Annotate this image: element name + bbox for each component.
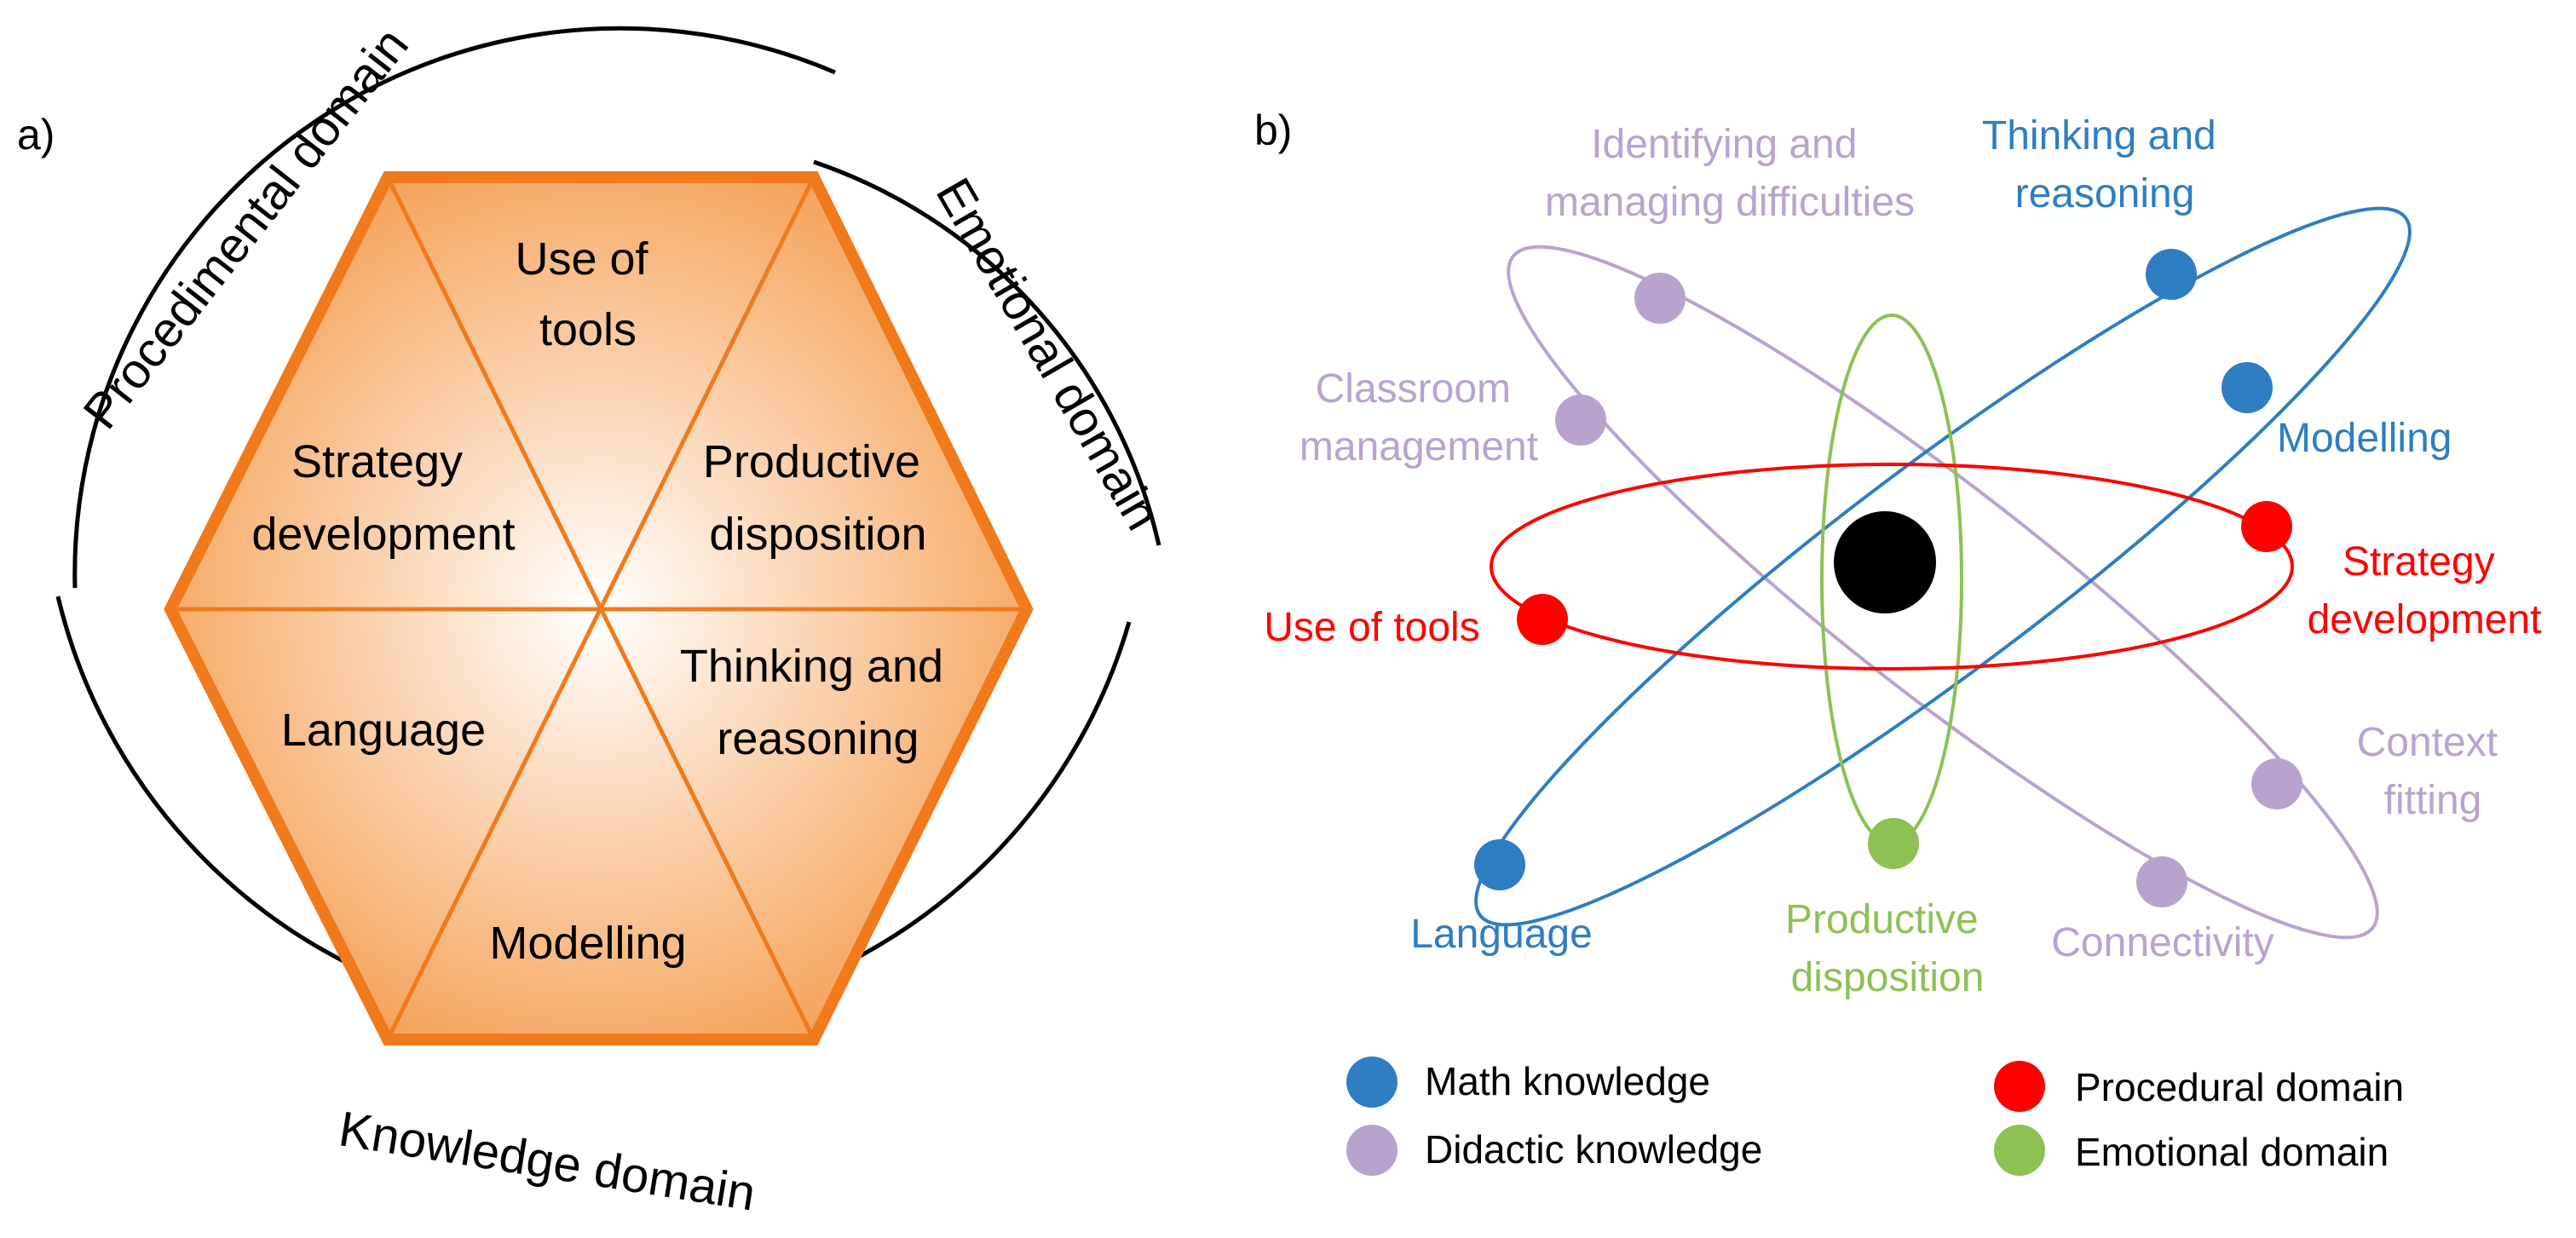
- legend-swatch-procedural: [1994, 1061, 2045, 1112]
- panel-a: a) Procedimental domain Emotional domain…: [17, 18, 1171, 1222]
- electron-productive: [1868, 818, 1919, 869]
- procedimental-arc: [72, 26, 836, 589]
- legend-item-math: Math knowledge: [1346, 1057, 1710, 1108]
- legend-swatch-math: [1346, 1057, 1397, 1108]
- node-identifying-label: Identifying and managing difficulties: [1545, 122, 1915, 225]
- segment-strategy-development: Strategy development: [251, 436, 515, 560]
- node-language-label: Language: [1410, 912, 1593, 957]
- legend-item-procedural: Procedural domain: [1994, 1061, 2404, 1112]
- electron-language: [1474, 839, 1525, 890]
- hexagon-dividers: [170, 176, 1027, 1041]
- didactic-orbit: [1507, 245, 2379, 940]
- legend-label-procedural: Procedural domain: [2075, 1065, 2404, 1109]
- electron-thinking: [2146, 249, 2197, 300]
- knowledge-domain-label: Knowledge domain: [335, 1101, 758, 1221]
- electron-modelling: [2222, 362, 2273, 413]
- electron-context: [2251, 758, 2302, 809]
- legend: Math knowledge Didactic knowledge Proced…: [1346, 1057, 2404, 1176]
- math-orbit: [1474, 206, 2412, 927]
- node-strategy-label: Strategy development: [2308, 539, 2542, 642]
- segment-language: Language: [281, 705, 486, 756]
- electron-identifying: [1634, 273, 1686, 324]
- segment-productive-disposition: Productive disposition: [703, 436, 933, 560]
- panel-a-label: a): [17, 111, 55, 158]
- nucleus: [1834, 511, 1936, 613]
- legend-label-math: Math knowledge: [1425, 1059, 1710, 1103]
- electron-strategy: [2241, 501, 2292, 552]
- node-thinking-label: Thinking and reasoning: [1982, 113, 2227, 216]
- electron-classroom: [1555, 394, 1606, 446]
- electrons: [1474, 249, 2302, 907]
- segment-modelling: Modelling: [489, 918, 686, 969]
- electron-use-of-tools: [1517, 594, 1568, 645]
- emotional-arc: [813, 159, 1161, 546]
- legend-item-emotional: Emotional domain: [1994, 1125, 2389, 1176]
- node-connectivity-label: Connectivity: [2051, 920, 2273, 965]
- legend-swatch-didactic: [1346, 1125, 1397, 1176]
- panel-b: b) Identifying and managi: [1254, 107, 2541, 1176]
- node-productive-label: Productive disposition: [1785, 897, 1990, 1000]
- procedural-orbit: [1490, 463, 2294, 671]
- legend-swatch-emotional: [1994, 1125, 2045, 1176]
- segment-thinking-reasoning: Thinking and reasoning: [680, 641, 956, 764]
- node-modelling-label: Modelling: [2277, 416, 2452, 461]
- legend-item-didactic: Didactic knowledge: [1346, 1125, 1762, 1176]
- node-context-label: Context fitting: [2357, 720, 2510, 823]
- node-classroom-label: Classroom management: [1300, 366, 1538, 469]
- segment-use-of-tools: Use of tools: [515, 233, 660, 355]
- legend-label-emotional: Emotional domain: [2075, 1130, 2389, 1174]
- panel-b-label: b): [1254, 107, 1292, 154]
- node-use-of-tools-label: Use of tools: [1264, 605, 1479, 650]
- legend-label-didactic: Didactic knowledge: [1425, 1127, 1762, 1172]
- electron-connectivity: [2136, 856, 2187, 907]
